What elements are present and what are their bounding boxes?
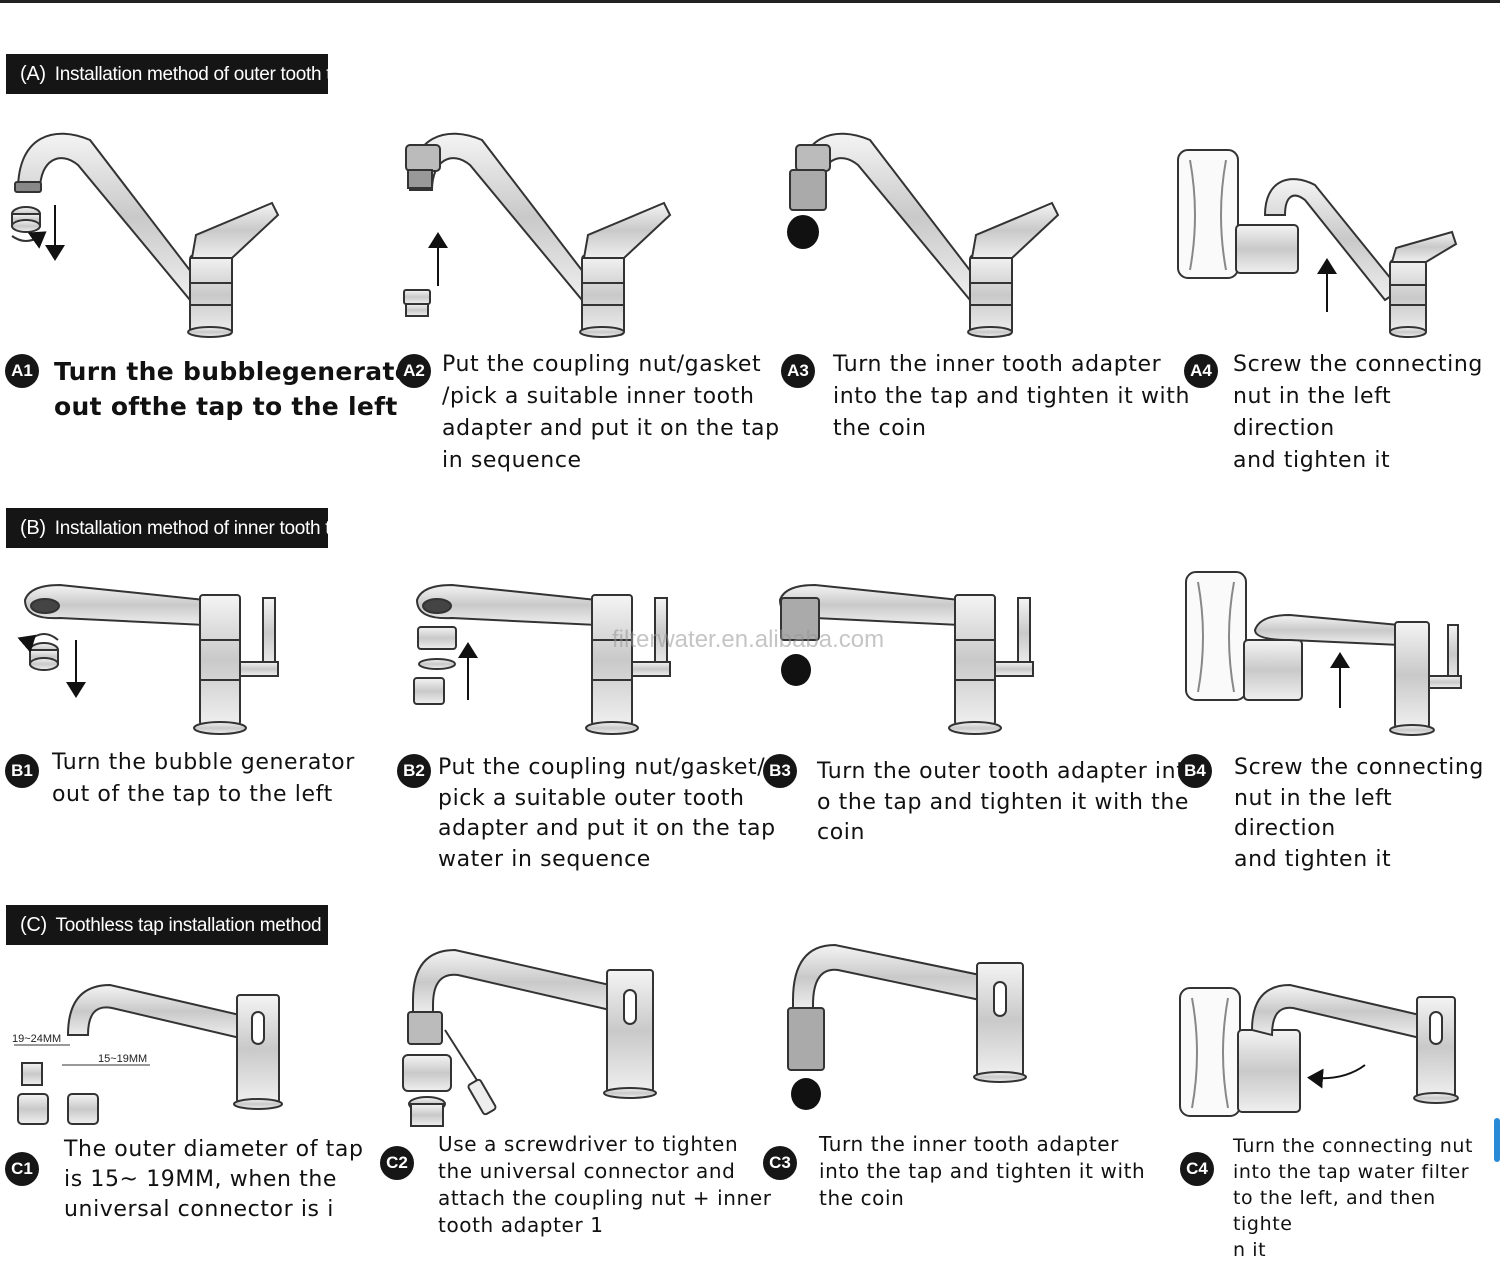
section-a-title: Installation method of outer tooth tap [54,64,352,85]
faucet-icon-b4 [1253,613,1462,736]
step-badge-a4: A4 [1184,354,1218,388]
step-text-b3: Turn the outer tooth adapter int o the t… [817,759,1190,845]
dimension-outer-label: 19~24MM [12,1033,62,1045]
section-header-c: (C) Toothless tap installation method [6,905,328,945]
scroll-indicator [1494,1118,1500,1162]
section-c-letter: (C) [20,914,47,936]
step-text-a1: Turn the bubblegenerator out ofthe tap t… [54,357,425,421]
faucet-icon-b2 [415,583,671,735]
faucet-icon-a3 [789,132,1060,338]
water-filter-icon-a4 [1177,149,1299,279]
top-border [0,0,1500,3]
section-c-title: Toothless tap installation method [55,915,322,936]
section-a-letter: (A) [20,63,46,85]
aerator-icon-b1 [17,633,59,671]
faucet-icon-c4 [1250,983,1459,1104]
step-badge-b4: B4 [1178,754,1212,788]
faucet-icon-b3 [778,583,1034,735]
coin-icon-c3 [791,1078,821,1110]
water-filter-icon-c4 [1179,987,1301,1117]
coin-icon-b3 [781,654,811,686]
faucet-icon-c1 [66,983,283,1110]
step-text-a2: Put the coupling nut/gasket /pick a suit… [442,352,780,473]
step-text-a3: Turn the inner tooth adapter into the ta… [833,352,1191,441]
step-text-b2: Put the coupling nut/gasket/ pick a suit… [438,755,776,872]
adapter-icon-b2 [413,626,457,705]
water-filter-icon-b4 [1185,571,1303,701]
faucet-icon-a4 [1263,178,1458,338]
aerator-icon-a1 [11,206,47,249]
step-badge-a3: A3 [781,354,815,388]
section-b-title: Installation method of inner tooth tap [54,518,351,539]
dimension-inner-label: 15~19MM [98,1053,148,1065]
step-badge-c4: C4 [1180,1152,1214,1186]
faucet-icon-b1 [23,583,279,735]
watermark: filterwater.en.alibaba.com [612,626,885,653]
step-badge-c2: C2 [380,1146,414,1180]
step-badge-b2: B2 [397,754,431,788]
section-header-b: (B) Installation method of inner tooth t… [6,508,351,548]
adapter-icon-c1 [17,1062,99,1125]
step-text-b4: Screw the connecting nut in the left dir… [1234,755,1484,872]
coin-icon-a3 [787,215,819,249]
step-text-c1: The outer diameter of tap is 15~ 19MM, w… [64,1137,364,1222]
step-badge-b1: B1 [5,754,39,788]
screwdriver-icon-c2 [444,1029,497,1116]
step-text-c3: Turn the inner tooth adapter into the ta… [819,1132,1146,1210]
faucet-icon-c3 [787,943,1027,1083]
adapter-icon-c2 [402,1054,452,1127]
step-badge-a2: A2 [397,354,431,388]
faucet-icon-a2 [405,132,672,338]
faucet-icon-a1 [14,132,280,338]
step-text-a4: Screw the connecting nut in the left dir… [1233,352,1483,473]
section-b-letter: (B) [20,517,46,539]
step-badge-b3: B3 [763,754,797,788]
step-text-c4: Turn the connecting nut into the tap wat… [1233,1135,1474,1261]
step-text-c2: Use a screwdriver to tighten the univers… [438,1132,772,1237]
section-header-a: (A) Installation method of outer tooth t… [6,54,352,94]
step-badge-c3: C3 [763,1146,797,1180]
step-badge-c1: C1 [5,1152,39,1186]
faucet-icon-c2 [407,948,657,1099]
arrow-icon-c4 [1307,1064,1366,1089]
adapter-icon-a2 [403,289,431,317]
step-badge-a1: A1 [5,354,39,388]
step-text-b1: Turn the bubble generator out of the tap… [52,750,355,807]
